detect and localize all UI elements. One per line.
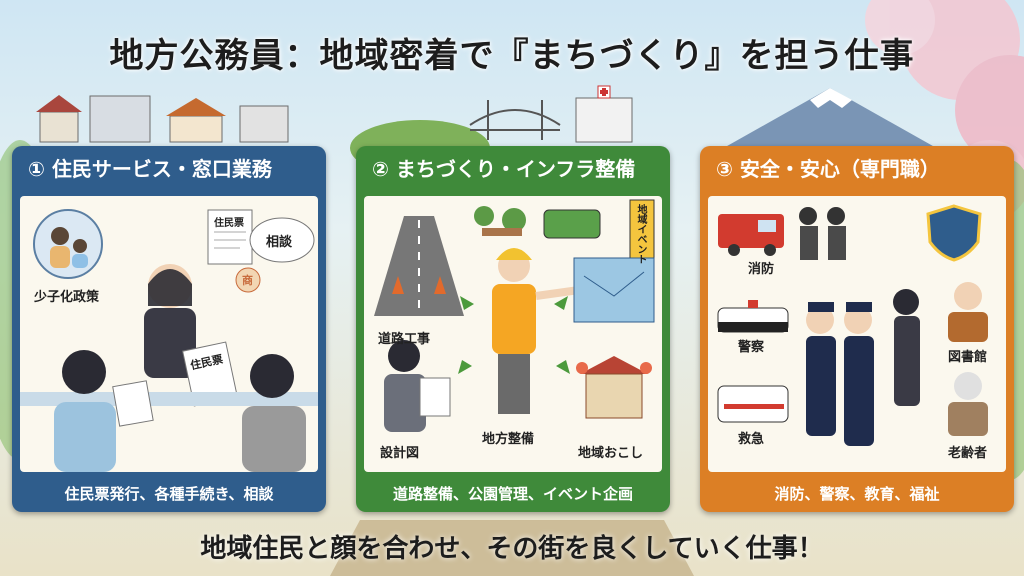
label-revitalization: 地域おこし (578, 446, 644, 461)
label-elderly: 老齢者 (948, 446, 988, 461)
service-counter-illustration (20, 209, 318, 472)
label-resident-doc: 住民票 (214, 218, 244, 229)
label-road-work: 道路工事 (378, 332, 431, 347)
ambulance-icon (717, 385, 789, 423)
label-consult: 相談 (266, 235, 293, 250)
infrastructure-illustration (374, 199, 655, 432)
safety-illustration (717, 204, 988, 446)
panel-footer: 消防、警察、教育、福祉 (774, 485, 940, 503)
shield-icon (926, 204, 982, 262)
panel-illustration: 道路工事 設計図 地方整備 地域おこし 地域イベント (364, 196, 662, 472)
panel-header: ① 住民サービス・窓口業務 (28, 157, 272, 181)
panel-resident-services: ① 住民サービス・窓口業務 少子化政策 住民票 相談 (12, 146, 326, 512)
label-seal: 商 (242, 274, 253, 287)
label-library: 図書館 (948, 350, 988, 365)
hospital-icon (575, 85, 633, 143)
bottom-message: 地域住民と顔を合わせ、その街を良くしていく仕事！ (200, 534, 824, 564)
arrow-icons (458, 296, 570, 374)
label-emergency: 救急 (738, 432, 765, 447)
panel-illustration: 少子化政策 住民票 相談 商 住民票 (20, 196, 318, 472)
fire-truck-icon (718, 214, 784, 256)
label-regional-development: 地方整備 (482, 432, 535, 447)
road (330, 520, 694, 576)
panel-town-development: ② まちづくり・インフラ整備 (356, 146, 670, 512)
police-car-icon (717, 300, 789, 333)
label-event-banner: 地域イベント (635, 204, 646, 264)
panel-footer: 道路整備、公園管理、イベント企画 (392, 485, 633, 503)
panel-header: ③ 安全・安心（専門職） (716, 157, 940, 181)
label-firefighting: 消防 (748, 262, 775, 277)
houses-left (36, 95, 289, 143)
label-policy: 少子化政策 (34, 290, 100, 305)
label-blueprint: 設計図 (380, 446, 420, 461)
mountain (720, 88, 940, 150)
panel-footer: 住民票発行、各種手続き、相談 (64, 485, 274, 503)
page-title: 地方公務員：地域密着で『まちづくり』を担う仕事 (109, 36, 915, 76)
panel-illustration: 消防 警察 救急 図書館 老齢者 (708, 196, 1006, 472)
panel-safety: ③ 安全・安心（専門職） (700, 146, 1014, 512)
panel-header: ② まちづくり・インフラ整備 (372, 157, 636, 181)
label-police: 警察 (738, 340, 765, 355)
bridge-icon (469, 100, 561, 140)
